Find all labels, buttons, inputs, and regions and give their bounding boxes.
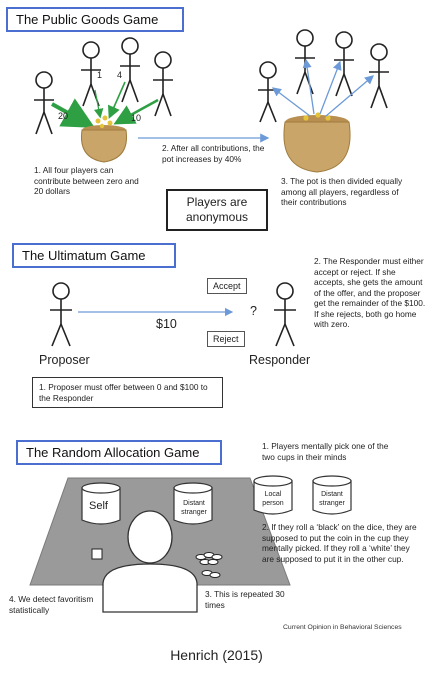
cup-self-label: Self [89,500,108,512]
public-goods-title: The Public Goods Game [6,7,184,32]
public-goods-diagram [34,29,389,173]
journal-credit: Current Opinion in Behavioral Sciences [283,624,402,631]
anonymous-box: Players are anonymous [166,189,268,231]
pot-left [80,115,128,163]
ult-step2: 2. The Responder must either accept or r… [314,256,426,329]
figure-caption: Henrich (2015) [170,647,263,663]
ra-step4: 4. We detect favoritism statistically [9,594,94,615]
pg-step2: 2. After all contributions, the pot incr… [162,143,265,164]
contribution-20: 20 [58,111,69,121]
contribution-1: 1 [97,70,103,80]
offer-amount: $10 [156,317,177,331]
random-allocation-title: The Random Allocation Game [16,440,222,465]
proposer-label: Proposer [39,353,90,367]
question-mark: ? [250,304,257,318]
distribution-arrows [271,58,374,117]
player-figures-left [34,37,173,135]
ultimatum-title: The Ultimatum Game [12,243,176,268]
contribution-arrows [51,81,159,128]
cup-distant-table-label: Distant stranger [181,500,207,516]
ra-step2: 2. If they roll a ‘black’ on the dice, t… [262,522,417,564]
pg-step3: 3. The pot is then divided equally among… [281,176,403,207]
contribution-4: 4 [117,70,123,80]
reject-option: Reject [207,331,245,347]
ra-step1: 1. Players mentally pick one of the two … [262,441,389,462]
accept-option: Accept [207,278,247,294]
ult-step1: 1. Proposer must offer between 0 and $10… [32,377,223,408]
ra-step3: 3. This is repeated 30 times [205,589,285,610]
contribution-10: 10 [131,113,142,123]
cup-local-label: Local person [262,491,284,507]
random-allocation-diagram [29,475,352,613]
pot-right [283,112,351,173]
pg-step1: 1. All four players can contribute betwe… [34,165,139,196]
cup-distant-label: Distant stranger [319,491,345,507]
ultimatum-diagram [50,282,296,347]
responder-label: Responder [249,353,311,367]
